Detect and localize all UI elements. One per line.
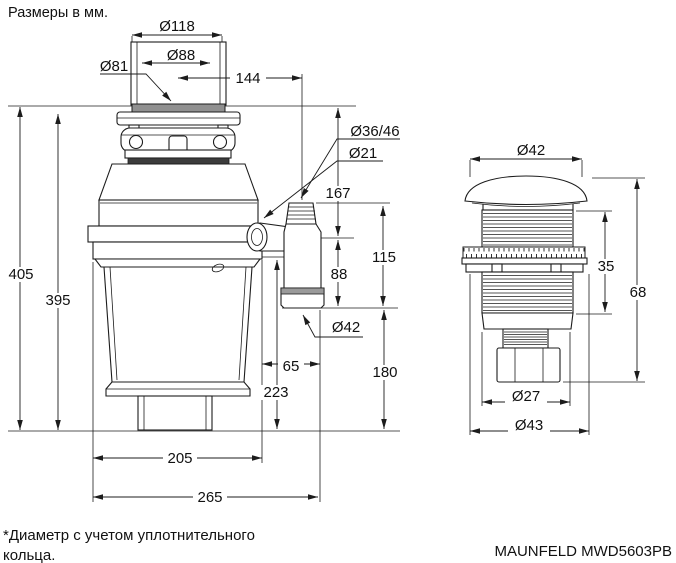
outlet-top-sleeve <box>285 202 317 225</box>
stopper-cap <box>464 175 588 206</box>
dimension-labels: Ø118 Ø88 Ø81 144 Ø36/46 Ø21 167 88 115 Ø… <box>8 18 646 506</box>
outlet-elbow-pipe <box>283 223 322 289</box>
leader-36-46 <box>300 138 400 199</box>
model-name: MAUNFELD MWD5603PB <box>494 543 672 560</box>
leader-81 <box>100 73 172 102</box>
dim-label-outlet-pipe-diameter: Ø36/46 <box>350 123 399 140</box>
sealing-ring <box>131 103 226 113</box>
dim-label-flange-diameter: Ø118 <box>159 18 195 35</box>
dim-label-stopper-thread-height: 35 <box>598 258 615 275</box>
page-texts: Размеры в мм. *Диаметр с учетом уплотнит… <box>3 5 672 563</box>
grind-chamber <box>103 266 253 383</box>
coupling-band <box>280 287 325 295</box>
extension-lines-stopper <box>469 160 645 435</box>
flange-tube <box>130 41 227 106</box>
dim-label-stopper-total-height: 68 <box>630 284 647 301</box>
disposer-body <box>87 163 290 431</box>
dim-label-outlet-axis-height: 223 <box>263 384 288 401</box>
dim-label-outlet-offset: 144 <box>235 70 260 87</box>
dim-label-seal-diameter: Ø81 <box>100 58 128 75</box>
body-ring-band <box>87 225 268 243</box>
dim-label-height-sink-to-outlet: 167 <box>325 185 350 202</box>
stopper-base-band <box>481 312 574 330</box>
flange-disc <box>116 111 241 126</box>
dim-label-dishwasher-inlet-diameter: Ø21 <box>349 145 377 162</box>
leader-lines <box>100 73 400 338</box>
rubber-gasket <box>127 157 230 165</box>
dim-label-stopper-flange-diameter: Ø43 <box>515 417 543 434</box>
stem-thread-lines <box>504 331 547 345</box>
dishwasher-inlet-boss <box>246 222 268 252</box>
sink-flange-assembly <box>116 41 241 165</box>
dim-label-pipe-bottom-height: 180 <box>372 364 397 381</box>
flange-ring-lower <box>465 263 584 273</box>
dim-label-body-height: 395 <box>45 292 70 309</box>
body-mid-band <box>92 241 263 260</box>
knurled-ring <box>462 246 586 259</box>
dim-label-tube-diameter: Ø88 <box>167 47 195 64</box>
chamber-lip <box>93 258 262 268</box>
flange-ring-upper <box>461 257 588 265</box>
dim-label-outlet-side-offset: 65 <box>283 358 300 375</box>
footnote-line-2: кольца. <box>3 547 55 563</box>
outlet-pipe <box>280 202 325 309</box>
page-title: Размеры в мм. <box>8 5 108 21</box>
stopper-knob <box>496 347 561 383</box>
dim-label-stopper-cap-diameter: Ø42 <box>517 142 545 159</box>
dim-label-total-height: 405 <box>8 266 33 283</box>
dim-label-stopper-stem-diameter: Ø27 <box>512 388 540 405</box>
body-upper-section <box>98 199 259 227</box>
foot <box>137 395 213 431</box>
thread-section-upper <box>481 209 574 248</box>
stopper-drawing <box>461 175 588 383</box>
dim-label-body-width: 205 <box>167 450 192 467</box>
dim-label-outlet-end-diameter: Ø42 <box>332 319 360 336</box>
dim-label-outlet-pipe-length: 115 <box>372 249 396 266</box>
clamp-screw-right <box>212 134 228 150</box>
leader-21 <box>263 160 383 219</box>
thread-lines-lower <box>483 275 572 311</box>
disposer-drawing <box>87 41 325 431</box>
body-top-taper <box>98 163 259 201</box>
footnote-line-1: *Диаметр с учетом уплотнительного <box>3 527 255 544</box>
reset-vent-oval <box>211 263 225 273</box>
label-backings <box>4 70 651 505</box>
leader-42-outlet <box>302 314 363 338</box>
thread-lines-upper <box>483 213 572 246</box>
clamp-screw-left <box>128 134 144 150</box>
lower-collar <box>124 149 232 159</box>
dim-label-outlet-drop: 88 <box>331 266 348 283</box>
dim-label-total-width: 265 <box>197 489 222 506</box>
